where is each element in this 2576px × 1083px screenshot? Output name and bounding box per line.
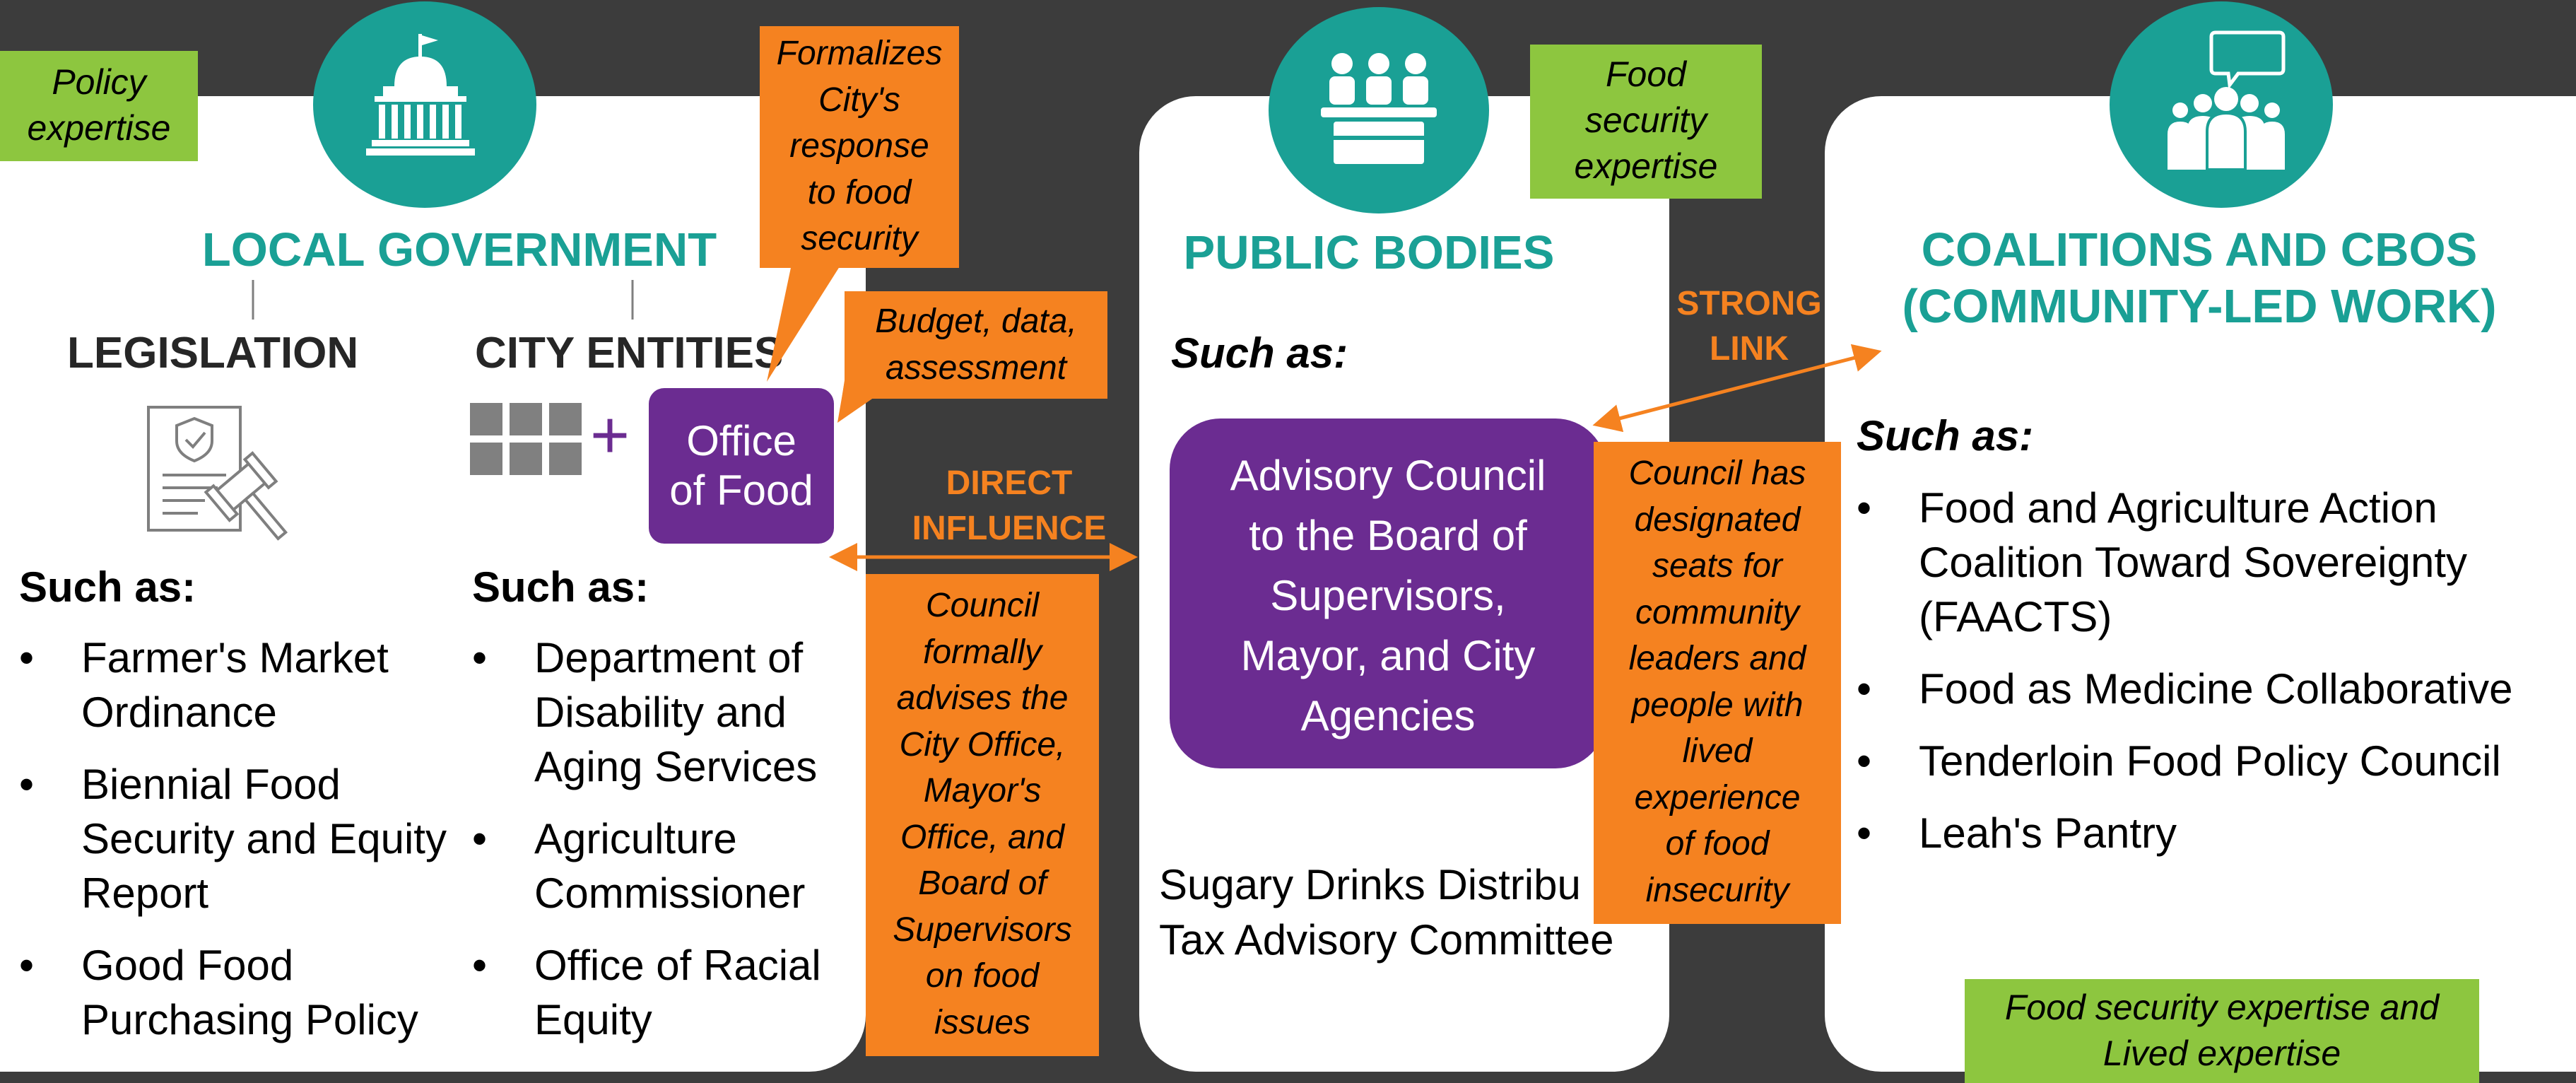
sugary-drinks-committee: Sugary Drinks Distribu Tax Advisory Comm… — [1159, 861, 1614, 964]
list-item: Agriculture Commissioner — [472, 812, 868, 920]
capitol-building-icon — [366, 34, 475, 156]
city-entities-such-as: Such as: — [472, 563, 649, 611]
council-advises-callout: Council formally advises the City Office… — [866, 574, 1099, 1056]
coalitions-such-as: Such as: — [1857, 412, 2034, 459]
list-item: Department of Disability and Aging Servi… — [472, 631, 868, 794]
lived-expertise-badge: Food security expertise and Lived expert… — [1965, 979, 2479, 1083]
advisory-council-box: Advisory Council to the Board of Supervi… — [1170, 418, 1606, 768]
office-of-food-box: Office of Food — [649, 388, 834, 544]
local-government-title: LOCAL GOVERNMENT — [201, 223, 717, 276]
plus-sign: + — [590, 397, 630, 473]
list-item: Farmer's Market Ordinance — [19, 631, 471, 739]
list-item: Food as Medicine Collaborative — [1857, 662, 2574, 716]
city-entities-list: Department of Disability and Aging Servi… — [472, 631, 868, 1065]
public-bodies-such-as: Such as: — [1171, 329, 1348, 377]
legislation-such-as: Such as: — [19, 563, 196, 611]
legal-document-gavel-icon — [147, 406, 288, 541]
capitol-building-circle — [313, 1, 536, 208]
legislation-title: LEGISLATION — [67, 329, 359, 377]
legislation-list: Farmer's Market Ordinance Biennial Food … — [19, 631, 471, 1065]
city-entities-title: CITY ENTITIES — [475, 329, 784, 377]
community-group-circle — [2110, 1, 2333, 208]
strong-link-label: STRONG LINK — [1676, 285, 1822, 368]
council-podium-circle — [1269, 7, 1489, 213]
policy-expertise-badge: Policy expertise — [0, 51, 198, 161]
formalizes-callout: Formalizes City's response to food secur… — [760, 26, 959, 268]
budget-data-callout: Budget, data, assessment — [845, 291, 1107, 399]
direct-influence-label: DIRECT INFLUENCE — [912, 464, 1107, 547]
list-item: Good Food Purchasing Policy — [19, 938, 471, 1047]
list-item: Food and Agriculture Action Coalition To… — [1857, 481, 2574, 644]
designated-seats-callout: Council has designated seats for communi… — [1594, 442, 1841, 924]
council-podium-icon — [1321, 53, 1437, 164]
building-grid-icon — [470, 403, 582, 475]
coalitions-list: Food and Agriculture Action Coalition To… — [1857, 481, 2574, 878]
list-item: Leah's Pantry — [1857, 806, 2574, 860]
list-item: Biennial Food Security and Equity Report — [19, 757, 471, 920]
coalitions-title: COALITIONS AND CBOS (COMMUNITY-LED WORK) — [1902, 223, 2497, 334]
community-group-speech-icon — [2168, 30, 2286, 171]
public-bodies-title: PUBLIC BODIES — [1183, 226, 1555, 279]
list-item: Tenderloin Food Policy Council — [1857, 734, 2574, 788]
food-security-expertise-badge: Food security expertise — [1530, 45, 1762, 199]
list-item: Office of Racial Equity — [472, 938, 868, 1047]
